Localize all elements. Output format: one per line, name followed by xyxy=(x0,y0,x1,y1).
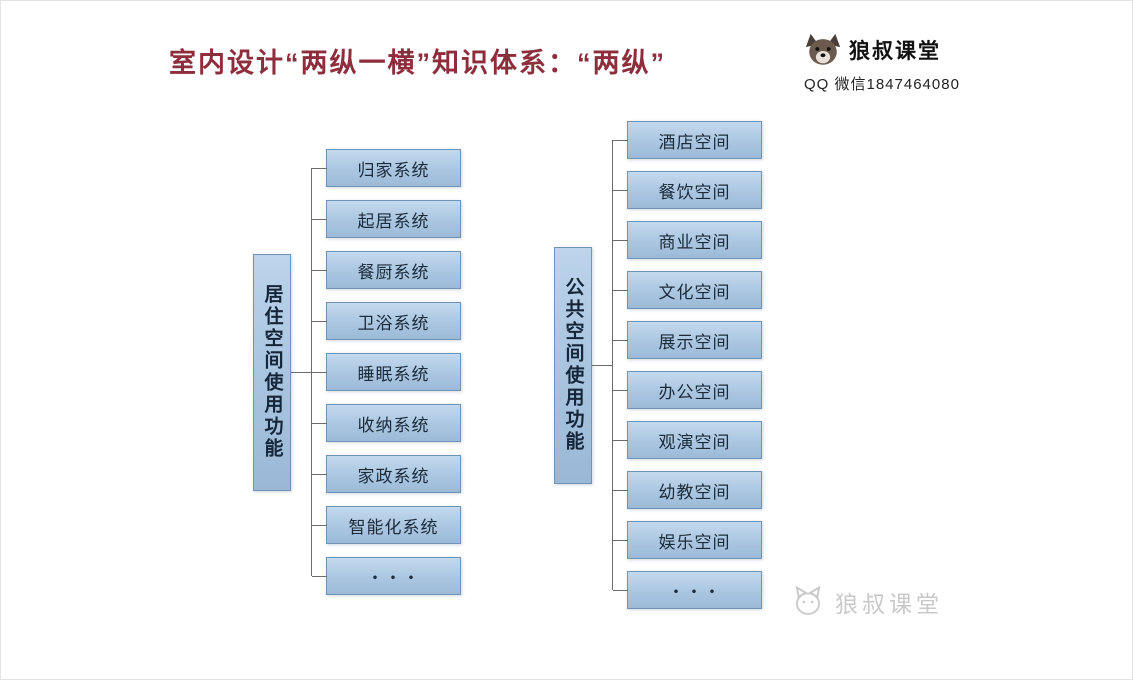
tree-node: 智能化系统 xyxy=(312,506,461,544)
tree-node: 酒店空间 xyxy=(613,121,762,159)
tree-node: 办公空间 xyxy=(613,371,762,409)
tree-node: 餐厨系统 xyxy=(312,251,461,289)
connector-spine xyxy=(311,168,312,576)
tree-residential-space: 居住空间使用功能 归家系统起居系统餐厨系统卫浴系统睡眠系统收纳系统家政系统智能化… xyxy=(253,149,461,595)
wolf-logo-icon xyxy=(804,31,842,69)
tree-node: 商业空间 xyxy=(613,221,762,259)
watermark: 狼叔课堂 xyxy=(791,585,943,619)
tree-node: 起居系统 xyxy=(312,200,461,238)
tree-node: 睡眠系统 xyxy=(312,353,461,391)
tree-root-public: 公共空间使用功能 xyxy=(554,246,592,484)
tree-node: 卫浴系统 xyxy=(312,302,461,340)
tree-root-residential: 居住空间使用功能 xyxy=(253,253,291,491)
connector-line xyxy=(291,371,311,373)
tree-node: 观演空间 xyxy=(613,421,762,459)
page-title: 室内设计“两纵一横”知识体系：“两纵” xyxy=(169,48,666,78)
brand-block: 狼叔课堂 QQ 微信1847464080 xyxy=(804,31,960,94)
tree-node: 餐饮空间 xyxy=(613,171,762,209)
brand-row: 狼叔课堂 xyxy=(804,31,960,69)
brand-contact: QQ 微信1847464080 xyxy=(804,76,960,93)
tree-node: 文化空间 xyxy=(613,271,762,309)
tree-node: 归家系统 xyxy=(312,149,461,187)
tree-public-space: 公共空间使用功能 酒店空间餐饮空间商业空间文化空间展示空间办公空间观演空间幼教空… xyxy=(554,121,762,609)
tree-node: 展示空间 xyxy=(613,321,762,359)
tree-children-public: 酒店空间餐饮空间商业空间文化空间展示空间办公空间观演空间幼教空间娱乐空间・・・ xyxy=(612,121,762,609)
watermark-animal-icon xyxy=(791,585,825,619)
connector-spine xyxy=(612,140,613,590)
tree-children-residential: 归家系统起居系统餐厨系统卫浴系统睡眠系统收纳系统家政系统智能化系统・・・ xyxy=(311,149,461,595)
tree-node: ・・・ xyxy=(312,557,461,595)
tree-node: 家政系统 xyxy=(312,455,461,493)
tree-node: 幼教空间 xyxy=(613,471,762,509)
connector-line xyxy=(592,364,612,366)
watermark-text: 狼叔课堂 xyxy=(835,591,943,617)
tree-node: 娱乐空间 xyxy=(613,521,762,559)
tree-node: ・・・ xyxy=(613,571,762,609)
tree-node: 收纳系统 xyxy=(312,404,461,442)
brand-name: 狼叔课堂 xyxy=(849,40,941,63)
